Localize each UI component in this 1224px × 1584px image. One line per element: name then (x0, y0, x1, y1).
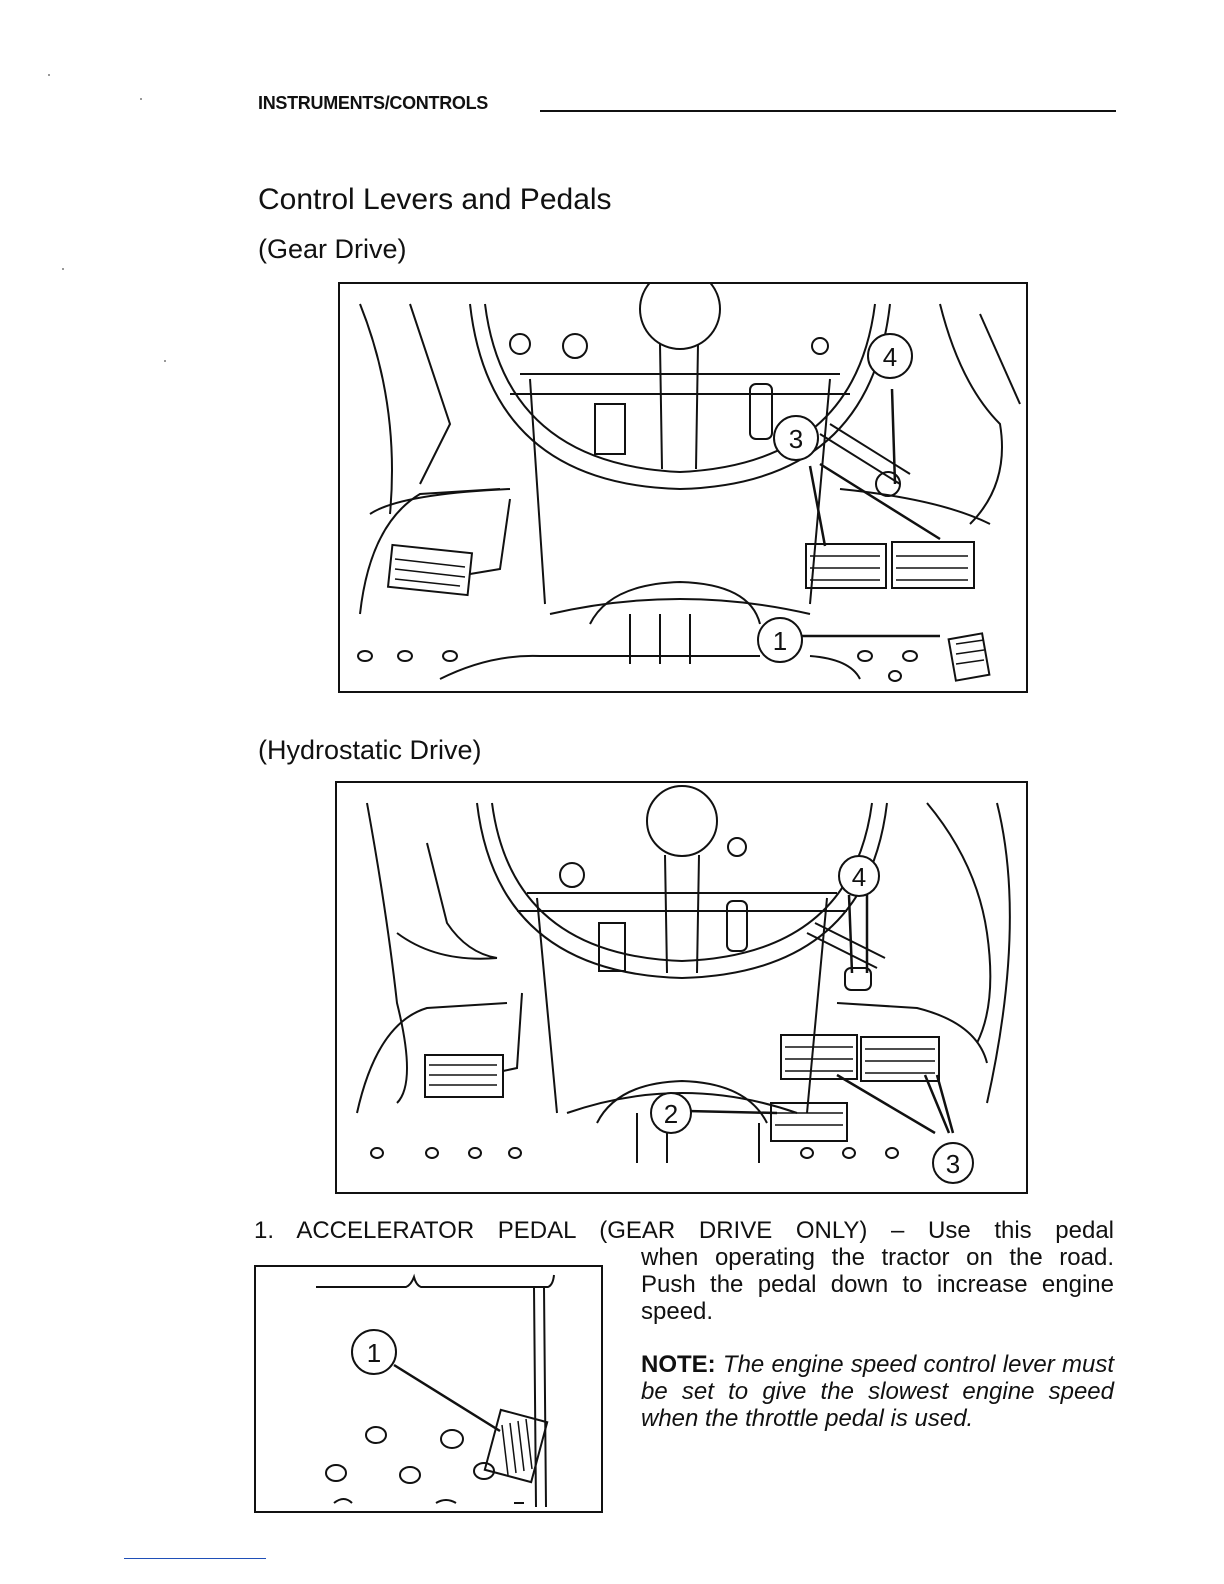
note-text: The engine speed control lever must be s… (641, 1351, 1115, 1432)
hydrostatic-drive-illustration: 2 3 4 (335, 781, 1028, 1194)
note-block: NOTE: The engine speed control lever mus… (641, 1351, 1114, 1432)
footer-rule (124, 1558, 266, 1559)
item-1-lead: (GEAR DRIVE ONLY) – Use this pedal (599, 1217, 1115, 1244)
gear-callout-1: 1 (773, 626, 787, 656)
section-title: INSTRUMENTS/CONTROLS (258, 93, 488, 113)
hydrostatic-drive-caption: (Hydrostatic Drive) (258, 735, 482, 765)
item-1-heading: ACCELERATOR PEDAL (296, 1217, 576, 1244)
gear-callout-3: 3 (789, 424, 803, 454)
accelerator-pedal-illustration: 1 (254, 1265, 603, 1513)
scan-speck (48, 74, 50, 76)
accel-callout-1: 1 (367, 1338, 381, 1368)
hydro-callout-2: 2 (664, 1099, 678, 1129)
item-1-body: when operating the tractor on the road. … (641, 1244, 1114, 1325)
scan-speck (62, 268, 64, 270)
note-label: NOTE: (641, 1351, 716, 1378)
gear-drive-illustration: 1 3 4 (338, 282, 1028, 693)
scan-speck (164, 360, 166, 362)
item-1-body-text: when operating the tractor on the road. … (641, 1244, 1114, 1325)
item-1-line: 1. ACCELERATOR PEDAL (GEAR DRIVE ONLY) –… (254, 1216, 1114, 1246)
page-header: INSTRUMENTS/CONTROLS (258, 92, 1116, 114)
scan-speck (140, 98, 142, 100)
page-title: Control Levers and Pedals (258, 183, 612, 216)
header-rule (540, 110, 1116, 112)
gear-callout-4: 4 (883, 342, 897, 372)
hydro-callout-4: 4 (852, 862, 866, 892)
hydro-callout-3: 3 (946, 1149, 960, 1179)
gear-drive-caption: (Gear Drive) (258, 234, 407, 264)
item-1-number: 1. (254, 1217, 275, 1244)
